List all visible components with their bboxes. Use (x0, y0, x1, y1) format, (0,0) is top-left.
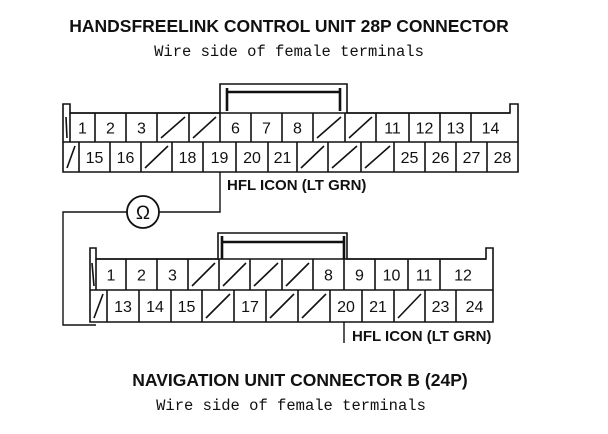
top-r1-unused-cavity (348, 116, 373, 139)
bottom-wire-label: HFL ICON (LT GRN) (352, 328, 491, 345)
bottom-connector-row-2: 13 14 15 17 20 21 23 24 (93, 290, 484, 322)
bot-r2-pin-15: 15 (178, 299, 196, 316)
bot-r2-pin-13: 13 (114, 299, 132, 316)
top-r1-unused-cavity (65, 116, 68, 139)
ohm-symbol: Ω (136, 203, 150, 224)
top-r2-pin-21: 21 (274, 150, 292, 167)
top-r1-pin-8: 8 (293, 121, 302, 138)
top-r2-pin-27: 27 (463, 150, 481, 167)
top-r1-unused-cavity (160, 116, 186, 139)
bottom-connector-title: NAVIGATION UNIT CONNECTOR B (24P) (132, 370, 467, 390)
top-r1-pin-2: 2 (106, 121, 115, 138)
top-r2-pin-18: 18 (179, 150, 197, 167)
bottom-connector-subtitle: Wire side of female terminals (156, 397, 426, 415)
bot-r1-pin-11: 11 (416, 268, 433, 285)
top-r1-unused-cavity (316, 116, 342, 139)
top-r2-unused-cavity (331, 145, 358, 169)
top-connector: HANDSFREELINK CONTROL UNIT 28P CONNECTOR… (62, 16, 519, 173)
bot-r1-unused-cavity (91, 262, 95, 287)
top-r1-pin-6: 6 (231, 121, 240, 138)
bot-r2-pin-14: 14 (146, 299, 164, 316)
top-r2-unused-cavity (300, 145, 325, 169)
top-r1-pin-14: 14 (482, 121, 500, 138)
top-r1-pin-13: 13 (447, 121, 465, 138)
bot-r1-unused-cavity (191, 262, 216, 287)
top-r1-unused-cavity (192, 116, 217, 139)
top-r1-pin-7: 7 (262, 121, 271, 138)
bot-r2-unused-cavity (93, 293, 104, 319)
top-r2-pin-19: 19 (211, 150, 229, 167)
bot-r1-unused-cavity (222, 262, 247, 287)
bot-r1-pin-2: 2 (137, 268, 146, 285)
bot-r1-pin-3: 3 (168, 268, 177, 285)
top-r2-pin-25: 25 (401, 150, 419, 167)
top-connector-shell (62, 83, 519, 173)
bot-r1-unused-cavity (253, 262, 279, 287)
top-r2-pin-16: 16 (117, 150, 135, 167)
top-r2-pin-15: 15 (86, 150, 104, 167)
top-r2-unused-cavity (364, 145, 391, 169)
top-r2-pin-20: 20 (243, 150, 261, 167)
bot-r2-pin-23: 23 (432, 299, 450, 316)
top-wire-label: HFL ICON (LT GRN) (227, 177, 366, 194)
bot-r1-pin-12: 12 (454, 268, 472, 285)
top-r2-unused-cavity (66, 145, 76, 169)
top-connector-title: HANDSFREELINK CONTROL UNIT 28P CONNECTOR (69, 16, 509, 36)
bot-r2-pin-24: 24 (466, 299, 484, 316)
bot-r1-pin-1: 1 (107, 268, 116, 285)
top-r1-pin-3: 3 (137, 121, 146, 138)
top-r1-pin-11: 11 (384, 121, 401, 138)
bot-r1-pin-8: 8 (324, 268, 333, 285)
bot-r2-pin-17: 17 (241, 299, 259, 316)
top-r2-unused-cavity (144, 145, 169, 169)
top-r2-pin-26: 26 (432, 150, 450, 167)
bot-r2-unused-cavity (205, 293, 231, 319)
top-r2-pin-28: 28 (494, 150, 512, 167)
top-r1-pin-12: 12 (416, 121, 434, 138)
bot-r2-pin-21: 21 (369, 299, 387, 316)
bot-r2-unused-cavity (269, 293, 295, 319)
test-lead-wiring (62, 172, 345, 343)
bot-r2-unused-cavity (301, 293, 327, 319)
bot-r2-unused-cavity (397, 293, 422, 319)
bot-r1-pin-9: 9 (355, 268, 364, 285)
bot-r1-pin-10: 10 (383, 268, 401, 285)
bot-r2-pin-20: 20 (337, 299, 355, 316)
top-r1-pin-1: 1 (78, 121, 87, 138)
ohmmeter-icon: Ω (126, 195, 160, 229)
bot-r1-unused-cavity (285, 262, 310, 287)
top-connector-subtitle: Wire side of female terminals (154, 43, 424, 61)
top-connector-row-2: 15 16 18 19 20 21 25 26 27 28 (66, 142, 512, 172)
